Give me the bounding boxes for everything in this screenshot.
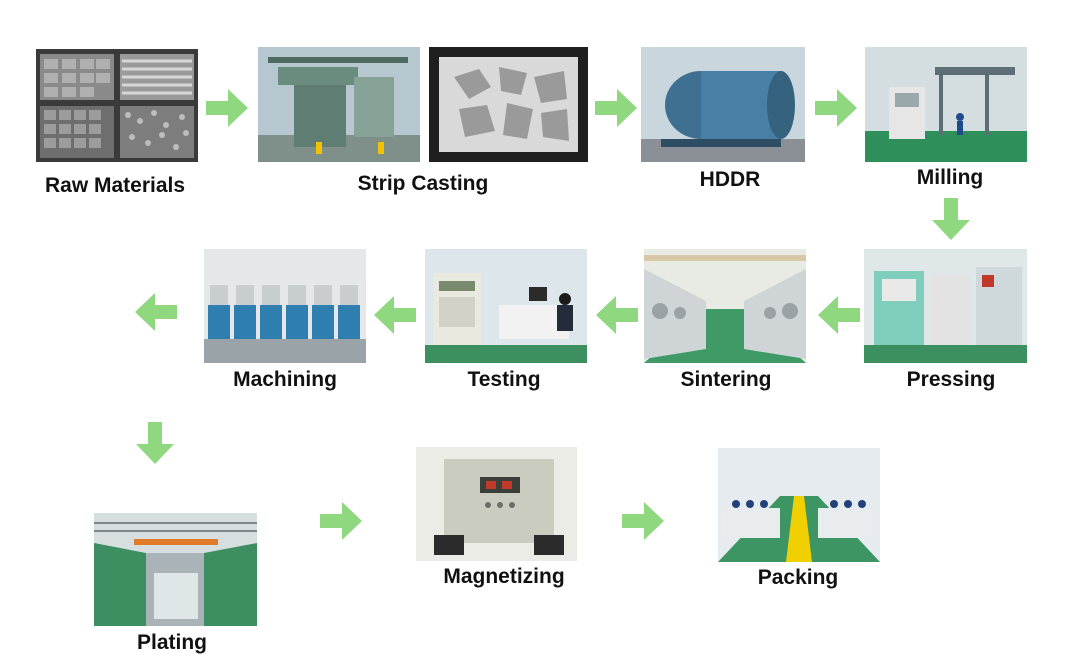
sintering-label: Sintering bbox=[680, 368, 772, 391]
strip-casting-photo bbox=[258, 47, 420, 162]
machining-label: Machining bbox=[233, 368, 337, 391]
arrow-left-icon bbox=[594, 292, 640, 338]
magnetizing-photo bbox=[416, 447, 577, 561]
arrow-right-icon bbox=[204, 85, 250, 131]
hddr-photo bbox=[641, 47, 805, 162]
packing-label: Packing bbox=[757, 566, 839, 589]
pressing-photo bbox=[864, 249, 1027, 363]
arrow-down-icon bbox=[132, 420, 178, 466]
magnetizing-label: Magnetizing bbox=[443, 565, 565, 588]
cast-flakes-photo bbox=[429, 47, 588, 162]
machining-photo bbox=[204, 249, 366, 363]
testing-photo bbox=[425, 249, 587, 363]
milling-label: Milling bbox=[916, 166, 984, 189]
arrow-right-icon bbox=[593, 85, 639, 131]
hddr-label: HDDR bbox=[699, 168, 761, 191]
milling-photo bbox=[865, 47, 1027, 162]
raw-materials-label: Raw Materials bbox=[44, 174, 186, 197]
testing-label: Testing bbox=[467, 368, 541, 391]
plating-photo bbox=[94, 513, 257, 626]
plating-label: Plating bbox=[136, 631, 208, 654]
arrow-right-icon bbox=[318, 498, 364, 544]
raw-materials-photo bbox=[36, 49, 198, 162]
sintering-photo bbox=[644, 249, 806, 363]
arrow-right-icon bbox=[620, 498, 666, 544]
arrow-left-icon bbox=[372, 292, 418, 338]
pressing-label: Pressing bbox=[906, 368, 996, 391]
arrow-down-icon bbox=[928, 196, 974, 242]
arrow-left-icon bbox=[133, 289, 179, 335]
packing-photo bbox=[718, 448, 880, 562]
arrow-left-icon bbox=[816, 292, 862, 338]
strip-casting-label: Strip Casting bbox=[357, 172, 489, 195]
arrow-right-icon bbox=[813, 85, 859, 131]
